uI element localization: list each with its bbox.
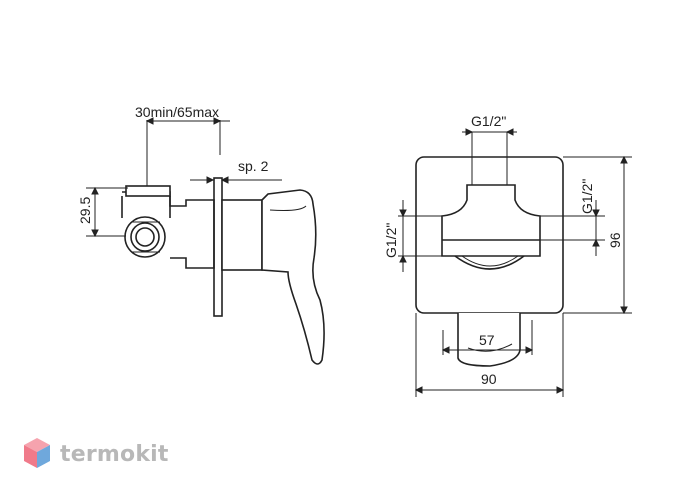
wall-depth-label: 30min/65max bbox=[135, 104, 219, 120]
plate-width-label: 90 bbox=[481, 371, 497, 387]
front-view: G1/2" G1/2" G1/2" 96 bbox=[383, 113, 632, 397]
brand-name: termokit bbox=[60, 441, 169, 467]
side-view: 30min/65max sp. 2 29.5 bbox=[77, 104, 325, 365]
brand-logo: termokit bbox=[22, 434, 169, 474]
plate-thickness-label: sp. 2 bbox=[238, 158, 269, 174]
thread-left-label: G1/2" bbox=[383, 223, 399, 258]
height-offset-label: 29.5 bbox=[77, 197, 93, 224]
handle-width-label: 57 bbox=[479, 332, 495, 348]
thread-right-label: G1/2" bbox=[579, 179, 595, 214]
plate-height-label: 96 bbox=[607, 232, 623, 248]
thread-top-label: G1/2" bbox=[471, 113, 506, 129]
termokit-cube-icon bbox=[24, 438, 50, 468]
